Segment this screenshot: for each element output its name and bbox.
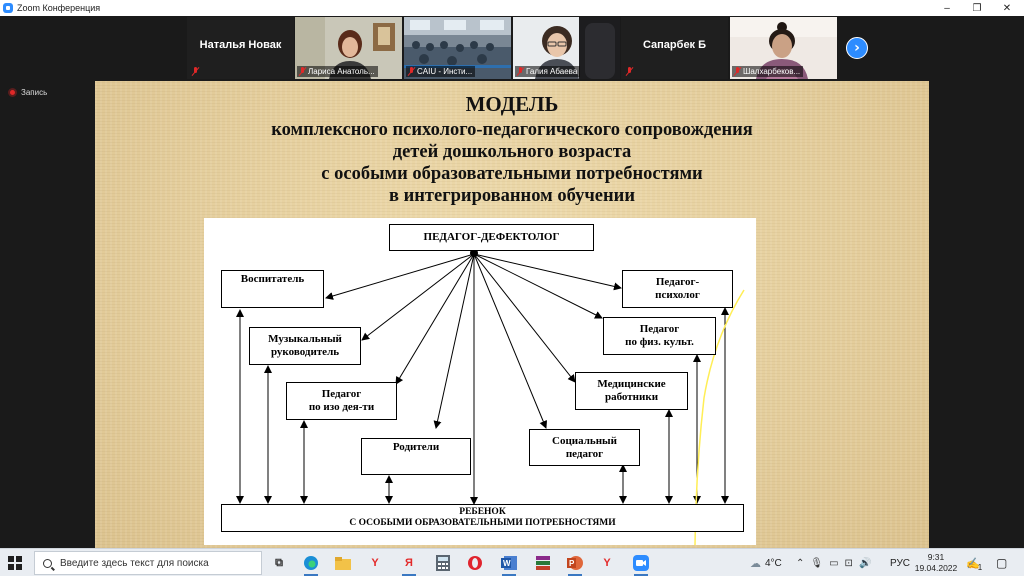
yandex-icon[interactable]: Y <box>371 557 379 569</box>
slide-title-line: в интегрированном обучении <box>388 186 635 206</box>
muted-mic-icon <box>517 67 524 76</box>
diagram-arrows <box>236 249 745 545</box>
participant-name: CAIU - Инсти... <box>417 67 473 76</box>
participant-caption: Лариса Анатоль... <box>297 66 378 77</box>
window-titlebar[interactable]: Zoom Конференция – ❐ ✕ <box>0 0 1024 16</box>
participant-name: Шалхарбеков... <box>743 67 801 76</box>
notification-center-icon: ▢ <box>996 556 1008 570</box>
window-title: Zoom Конференция <box>17 3 101 13</box>
muted-mic-icon <box>408 67 415 76</box>
pen-input-icon: ✍ <box>966 557 980 570</box>
opera-icon[interactable] <box>466 554 484 572</box>
recording-label: Запись <box>21 88 48 97</box>
participant-tile[interactable]: Сапарбек Б <box>621 17 728 79</box>
weather-temp: 4°C <box>765 557 782 569</box>
winrar-icon[interactable] <box>534 554 552 572</box>
participant-name: Сапарбек Б <box>642 39 707 51</box>
participant-video <box>295 17 402 79</box>
participant-caption: Шалхарбеков... <box>732 66 804 77</box>
microphone-icon[interactable]: 🎙 <box>810 557 824 569</box>
svg-text:P: P <box>569 559 575 568</box>
participant-tile[interactable]: Лариса Анатоль... <box>295 17 402 79</box>
clock-date: 19.04.2022 <box>914 563 958 573</box>
language-indicator[interactable]: РУС <box>890 557 911 569</box>
slide-title-line: детей дошкольного возраста <box>392 142 632 162</box>
participant-tile[interactable]: Галия Абаева <box>513 17 620 79</box>
center-node-defectologist: ПЕДАГОГ-ДЕФЕКТОЛОГ <box>389 224 594 251</box>
powerpoint-icon[interactable]: P <box>566 554 584 576</box>
word-icon[interactable]: W <box>500 554 518 576</box>
notifications-button[interactable]: ▢ <box>996 549 1007 576</box>
participant-name: Наталья Новак <box>199 39 282 51</box>
participant-tile[interactable]: CAIU - Инсти... <box>404 17 511 79</box>
participant-caption: Галия Абаева <box>515 66 581 77</box>
muted-mic-icon <box>734 67 741 76</box>
minimize-button[interactable]: – <box>944 2 950 14</box>
slide-title-line: комплексного психолого-педагогического с… <box>271 120 753 140</box>
chevron-up-icon[interactable]: ⌃ <box>796 557 805 569</box>
search-icon <box>43 558 52 568</box>
svg-text:W: W <box>503 559 511 568</box>
calculator-icon[interactable] <box>434 554 452 572</box>
system-tray[interactable]: ⌃ 🎙 ▭ ⊡ 🔊 <box>796 549 871 576</box>
record-icon <box>8 88 17 97</box>
camera-icon[interactable]: ▭ <box>829 557 839 569</box>
input-indicator[interactable]: ✍ 1 <box>966 549 982 576</box>
next-page-button[interactable]: › <box>846 37 868 59</box>
chevron-right-icon: › <box>854 40 860 56</box>
clock-time: 9:31 <box>927 552 945 562</box>
muted-mic-icon <box>192 67 199 76</box>
zoom-logo-icon <box>3 3 13 13</box>
weather-widget[interactable]: ☁ 4°C <box>750 549 782 576</box>
windows-start-button[interactable] <box>8 556 22 570</box>
yandex-icon[interactable]: Y <box>603 557 611 569</box>
task-view-icon[interactable]: ⧉ <box>275 556 283 569</box>
taskbar-clock[interactable]: 9:31 19.04.2022 <box>912 552 960 574</box>
zoom-app-icon[interactable] <box>632 554 650 576</box>
participant-caption: CAIU - Инсти... <box>406 66 476 77</box>
muted-mic-icon <box>626 67 633 76</box>
network-icon[interactable]: ⊡ <box>844 557 853 569</box>
maximize-button[interactable]: ❐ <box>972 2 982 14</box>
yandex-browser-icon[interactable]: Я <box>400 554 418 576</box>
node-educator: Воспитатель <box>221 270 324 308</box>
muted-mic-icon <box>299 67 306 76</box>
taskbar-search-box[interactable]: Введите здесь текст для поиска <box>34 551 262 575</box>
participant-tile[interactable]: Шалхарбеков... <box>730 17 837 79</box>
recording-indicator[interactable]: Запись <box>8 88 47 97</box>
slide-title-line: МОДЕЛЬ <box>465 92 559 116</box>
slide-title-line: с особыми образовательными потребностями <box>321 164 703 184</box>
taskbar-search-placeholder: Введите здесь текст для поиска <box>60 557 209 569</box>
node-parents: Родители <box>361 438 471 475</box>
notification-badge: 1 <box>977 562 983 572</box>
support-model-diagram: ПЕДАГОГ-ДЕФЕКТОЛОГ Воспитатель Музыкальн… <box>204 218 756 545</box>
cloud-sun-icon: ☁ <box>750 557 761 570</box>
volume-icon[interactable]: 🔊 <box>858 557 872 569</box>
node-psychologist: Педагог-психолог <box>622 270 733 308</box>
edge-icon[interactable] <box>302 554 320 576</box>
windows-taskbar: Введите здесь текст для поиска ⧉ Y Я W P <box>0 548 1024 576</box>
participant-tile[interactable]: Наталья Новак <box>187 17 294 79</box>
file-explorer-icon[interactable] <box>334 554 352 572</box>
close-button[interactable]: ✕ <box>1002 2 1012 14</box>
participant-name: Галия Абаева <box>526 67 578 76</box>
participant-name: Лариса Анатоль... <box>308 67 375 76</box>
